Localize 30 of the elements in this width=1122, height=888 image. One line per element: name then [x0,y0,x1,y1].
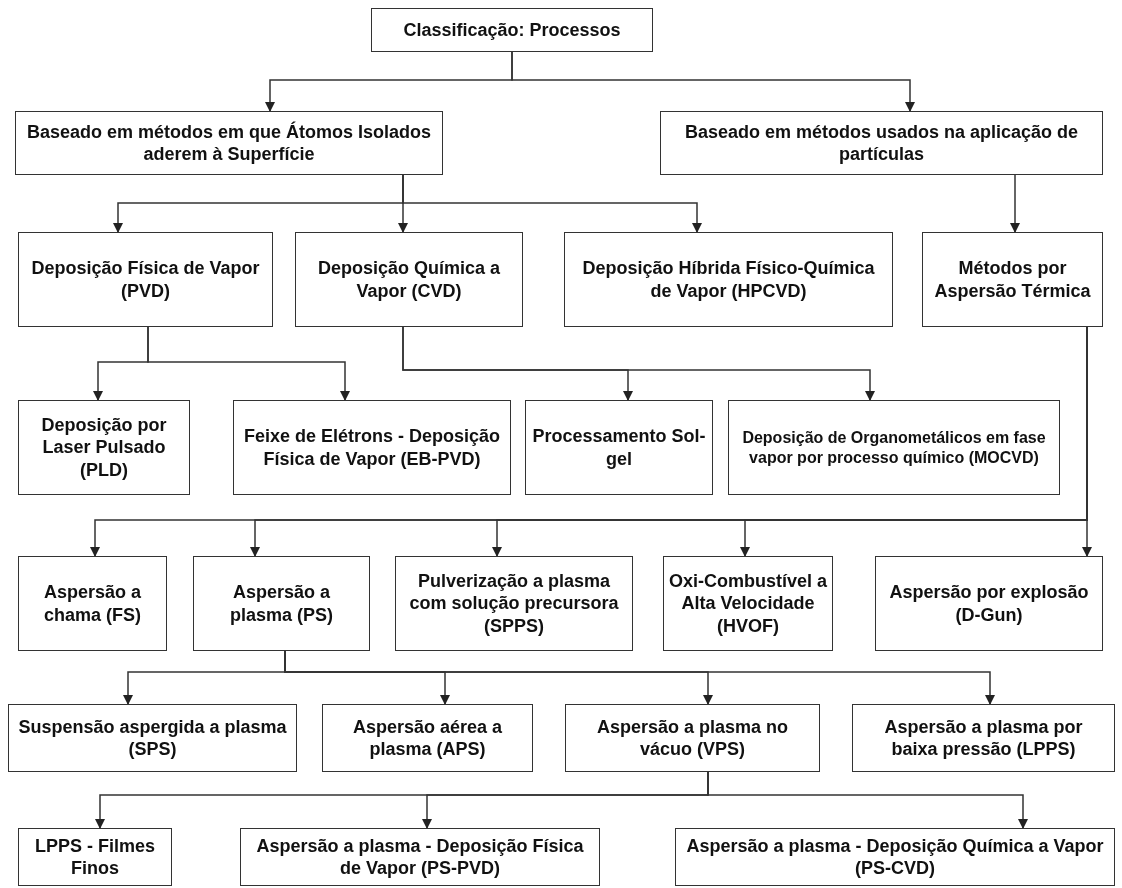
connector-arrow [147,326,351,402]
process-box: Deposição Física de Vapor (PVD) [18,232,273,327]
process-box: Suspensão aspergida a plasma (SPS) [8,704,297,772]
process-box: Feixe de Elétrons - Deposição Física de Vapor (EB-PVD) [233,400,511,495]
process-box: Baseado em métodos em que Átomos Isolados aderem à Superfície [15,111,443,175]
connector-arrow [1081,326,1093,558]
process-box: Aspersão a plasma - Deposição Química a Vapor (PS-CVD) [675,828,1115,886]
connector-arrow [402,174,703,234]
connector-arrow [402,326,876,402]
connector-arrow [707,771,1029,830]
process-box: Baseado em métodos usados na aplicação de partículas [660,111,1103,175]
process-box: Aspersão aérea a plasma (APS) [322,704,533,772]
process-box: Deposição Híbrida Físico-Química de Vapor (HPCVD) [564,232,893,327]
process-box: Métodos por Aspersão Térmica [922,232,1103,327]
process-box: Oxi-Combustível a Alta Velocidade (HVOF) [663,556,833,651]
process-box: Classificação: Processos [371,8,653,52]
connector-arrow [511,51,916,113]
process-box: Deposição de Organometálicos em fase vapor por processo químico (MOCVD) [728,400,1060,495]
process-box: Deposição Química a Vapor (CVD) [295,232,523,327]
connector-arrow [1009,174,1021,234]
process-box: LPPS - Filmes Finos [18,828,172,886]
process-box: Aspersão a plasma no vácuo (VPS) [565,704,820,772]
process-box: Aspersão a plasma por baixa pressão (LPPS) [852,704,1115,772]
process-box: Aspersão a plasma (PS) [193,556,370,651]
process-box: Aspersão a plasma - Deposição Física de Vapor (PS-PVD) [240,828,600,886]
process-box: Deposição por Laser Pulsado (PLD) [18,400,190,495]
process-box: Aspersão por explosão (D-Gun) [875,556,1103,651]
process-box: Pulverização a plasma com solução precursora (SPPS) [395,556,633,651]
process-box: Processamento Sol-gel [525,400,713,495]
process-box: Aspersão a chama (FS) [18,556,167,651]
